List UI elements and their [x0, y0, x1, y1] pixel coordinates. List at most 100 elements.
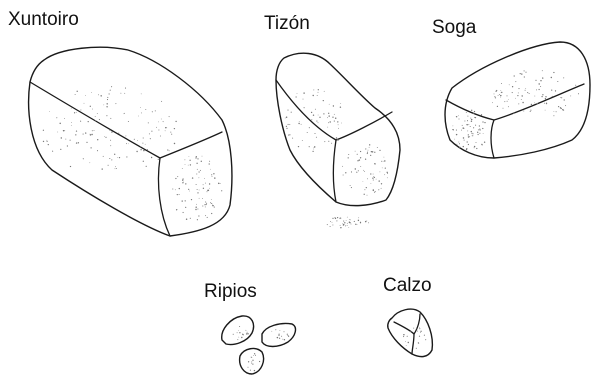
stipple-dot — [211, 203, 212, 204]
stipple-dot — [355, 224, 356, 225]
stipple-dot — [575, 85, 576, 86]
stipple-dot — [174, 143, 175, 144]
stipple-dot — [74, 112, 75, 113]
stipple-dot — [303, 99, 304, 100]
stipple-dot — [199, 198, 200, 199]
stipple-dot — [286, 128, 287, 129]
stipple-dot — [141, 93, 142, 94]
stipple-dot — [302, 140, 303, 141]
stipple-dot — [330, 221, 331, 222]
stipple-dot — [204, 178, 205, 179]
stipple-dot — [482, 121, 483, 122]
stipple-dot — [307, 132, 308, 133]
stipple-dot — [418, 343, 419, 344]
stipple-dot — [206, 204, 207, 205]
stipple-dot — [59, 123, 60, 124]
stipple-dot — [100, 95, 101, 96]
stipple-dot — [425, 339, 426, 340]
stipple-dot — [347, 223, 348, 224]
stipple-dot — [185, 207, 186, 208]
stipple-dot — [542, 77, 543, 78]
stipple-dot — [360, 222, 361, 223]
stipple-dot — [332, 218, 333, 219]
stipple-dot — [107, 97, 108, 98]
stipple-dot — [482, 144, 483, 145]
stipple-dot — [367, 153, 368, 154]
stipple-dot — [301, 124, 302, 125]
stipple-dot — [507, 95, 508, 96]
stipple-dot — [111, 131, 112, 132]
stipple-dot — [141, 112, 142, 113]
stipple-dot — [373, 189, 374, 190]
stipple-dot — [405, 341, 406, 342]
stipple-dot — [355, 168, 356, 169]
stipple-dot — [365, 221, 366, 222]
stipple-dot — [358, 217, 359, 218]
stipple-dot — [92, 109, 93, 110]
stipple-dot — [336, 137, 337, 138]
stipple-dot — [108, 165, 109, 166]
stipple-dot — [384, 157, 385, 158]
label-ripios: Ripios — [204, 282, 257, 301]
stipple-dot — [184, 159, 185, 160]
stipple-dot — [172, 188, 173, 189]
stipple-dot — [342, 166, 343, 167]
label-soga: Soga — [432, 18, 476, 37]
stipple-dot — [347, 225, 348, 226]
stipple-dot — [98, 94, 99, 95]
stipple-dot — [99, 119, 100, 120]
stipple-dot — [70, 166, 71, 167]
stipple-dot — [373, 179, 374, 180]
stipple-dot — [246, 333, 247, 334]
stipple-dot — [145, 109, 146, 110]
stipple-dot — [538, 89, 539, 90]
stipple-dot — [76, 131, 77, 132]
stipple-dot — [165, 127, 166, 128]
stipple-dot — [289, 134, 290, 135]
stipple-dot — [463, 137, 464, 138]
stipple-dot — [185, 200, 186, 201]
stipple-dot — [103, 156, 104, 157]
stipple-dot — [252, 360, 253, 361]
stipple-dot — [457, 144, 458, 145]
stipple-dot — [328, 113, 329, 114]
stipple-dot — [255, 355, 256, 356]
stipple-dot — [540, 86, 541, 87]
stipple-dot — [381, 183, 382, 184]
stipple-dot — [109, 158, 110, 159]
stipple-dot — [195, 209, 196, 210]
stipple-dot — [277, 337, 278, 338]
stipple-dot — [419, 336, 420, 337]
stipple-dot — [484, 122, 485, 123]
stipple-dot — [64, 130, 65, 131]
stipple-dot — [462, 127, 463, 128]
stipple-dot — [198, 171, 199, 172]
stipple-dot — [534, 103, 535, 104]
stipple-dot — [197, 158, 198, 159]
stipple-dot — [115, 103, 116, 104]
stipple-dot — [195, 157, 196, 158]
stipple-dot — [521, 73, 522, 74]
stipple-dot — [514, 75, 515, 76]
stipple-dot — [478, 129, 479, 130]
stipple-dot — [183, 178, 184, 179]
stipple-dot — [349, 222, 350, 223]
stipple-dot — [288, 135, 289, 136]
stipple-dot — [166, 127, 167, 128]
stipple-dot — [366, 221, 367, 222]
stipple-dot — [472, 133, 473, 134]
stipple-dot — [545, 110, 546, 111]
stipple-dot — [296, 96, 297, 97]
stipple-dot — [459, 147, 460, 148]
stipple-dot — [206, 203, 207, 204]
stipple-dot — [63, 130, 64, 131]
stipple-dot — [327, 224, 328, 225]
stipple-dot — [327, 127, 328, 128]
stipple-dot — [158, 129, 159, 130]
stipple-dot — [360, 166, 361, 167]
stipple-dot — [471, 133, 472, 134]
stipple-dot — [368, 222, 369, 223]
stipple-dot — [364, 189, 365, 190]
stipple-dot — [498, 95, 499, 96]
stipple-dot — [218, 183, 219, 184]
